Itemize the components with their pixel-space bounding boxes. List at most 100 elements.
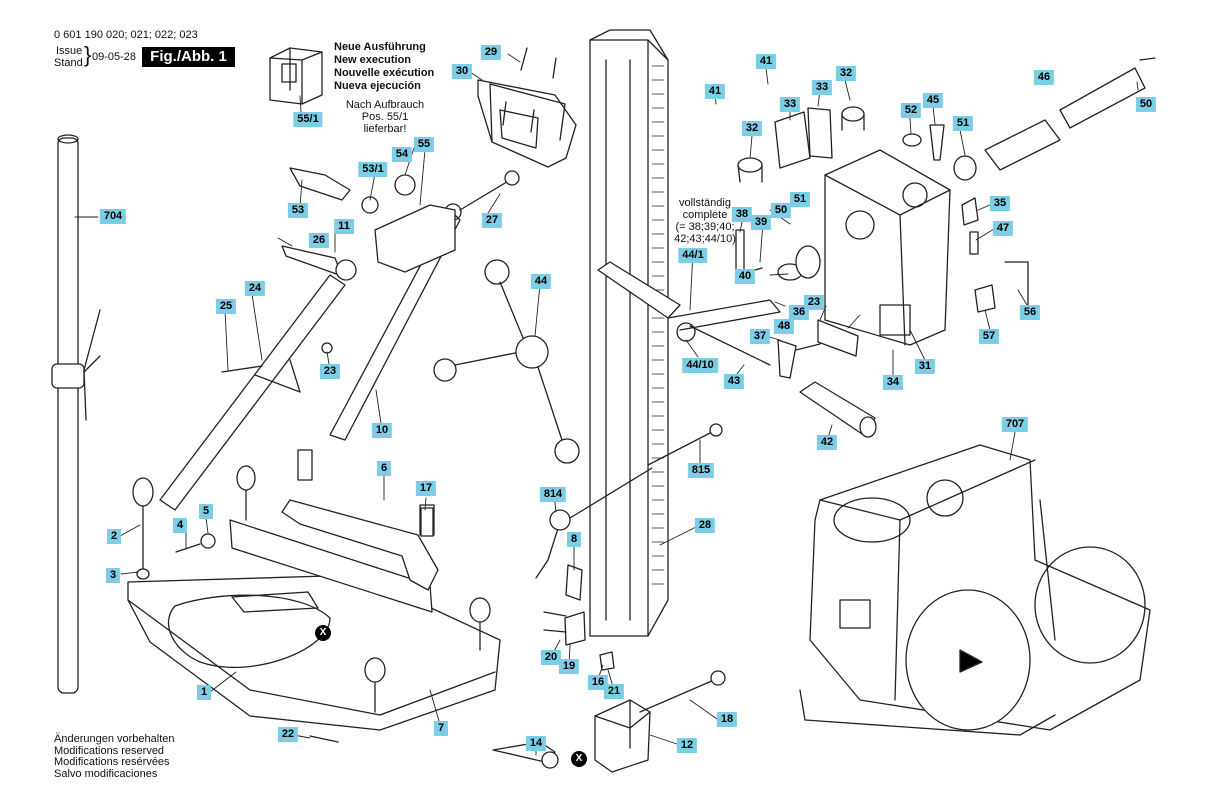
part-label[interactable]: 16	[587, 675, 609, 690]
part-label[interactable]: 50	[1135, 97, 1157, 112]
issue-date: 09-05-28	[92, 51, 137, 63]
part-label[interactable]: 17	[415, 481, 437, 496]
complete-line-4: 42;43;44/10)	[674, 233, 736, 245]
part-label[interactable]: 23	[319, 364, 341, 379]
brace-glyph: }	[84, 42, 92, 67]
part-label[interactable]: 43	[723, 374, 745, 389]
part-label[interactable]: 24	[244, 281, 266, 296]
lever-36-drawing	[777, 319, 859, 379]
part-label[interactable]: 40	[734, 269, 756, 284]
complete-line-2: complete	[682, 209, 728, 221]
new-execution-en: New execution	[334, 54, 412, 66]
part-label[interactable]: 47	[992, 221, 1014, 236]
part-label[interactable]: 35	[989, 196, 1011, 211]
part-label[interactable]: 32	[835, 66, 857, 81]
part-label[interactable]: 54	[391, 147, 413, 162]
clamp-8-drawing	[543, 564, 615, 671]
part-label[interactable]: 44	[530, 274, 552, 289]
part-label[interactable]: 32	[741, 121, 763, 136]
part-label[interactable]: 3	[105, 568, 121, 583]
part-label[interactable]: 26	[308, 233, 330, 248]
part-label[interactable]: 12	[676, 738, 698, 753]
part-label[interactable]: 52	[900, 103, 922, 118]
part-label[interactable]: 38	[731, 207, 753, 222]
part-label[interactable]: 48	[773, 319, 795, 334]
lever-26-drawing	[281, 245, 357, 281]
part-label[interactable]: 1	[196, 685, 212, 700]
part-label[interactable]: 36	[788, 305, 810, 320]
part-label[interactable]: 2	[106, 529, 122, 544]
bolt-27-drawing	[459, 170, 520, 211]
part-label[interactable]: 30	[451, 64, 473, 79]
part-label[interactable]: 34	[882, 375, 904, 390]
part-label[interactable]: 815	[687, 463, 715, 478]
part-label[interactable]: 8	[566, 532, 582, 547]
part-label[interactable]: 27	[481, 213, 503, 228]
part-label[interactable]: 14	[525, 736, 547, 751]
bracket-55-1-drawing	[269, 47, 323, 105]
availability-line-2: Pos. 55/1	[361, 111, 409, 123]
part-label[interactable]: 53/1	[358, 162, 388, 177]
part-label[interactable]: 21	[603, 684, 625, 699]
part-label[interactable]: 44/1	[678, 248, 708, 263]
footer-note: Änderungen vorbehalten Modifications res…	[54, 733, 175, 780]
part-label[interactable]: 5	[198, 504, 214, 519]
marker-x-icon-base: X	[315, 625, 331, 641]
part-label[interactable]: 6	[376, 461, 392, 476]
part-label[interactable]: 51	[789, 192, 811, 207]
vacuum-pump-707-drawing	[799, 444, 1151, 736]
handle-grip-42-drawing	[799, 381, 877, 438]
part-label[interactable]: 28	[694, 518, 716, 533]
part-label[interactable]: 704	[99, 209, 127, 224]
part-label[interactable]: 11	[334, 219, 354, 234]
footer-fr: Modifications resérvées	[54, 756, 170, 768]
part-label[interactable]: 29	[480, 45, 502, 60]
part-label[interactable]: 44/10	[682, 358, 718, 373]
rack-column-28-drawing	[589, 29, 669, 637]
small-parts-drawing	[737, 57, 1156, 183]
part-label[interactable]: 50	[770, 203, 792, 218]
issue-label: Issue	[56, 45, 83, 57]
stand-label: Stand	[54, 57, 83, 69]
part-label[interactable]: 41	[704, 84, 726, 99]
part-label[interactable]: 10	[371, 423, 393, 438]
part-numbers: 0 601 190 020; 021; 022; 023	[54, 29, 198, 41]
part-label[interactable]: 7	[433, 721, 449, 736]
part-label[interactable]: 37	[749, 329, 771, 344]
part-label[interactable]: 4	[172, 518, 188, 533]
part-label[interactable]: 33	[779, 97, 801, 112]
part-label[interactable]: 55/1	[293, 112, 323, 127]
marker-x-icon-lever: X	[571, 751, 587, 767]
part-label[interactable]: 22	[277, 727, 299, 742]
part-label[interactable]: 53	[287, 203, 309, 218]
part-label[interactable]: 31	[914, 359, 936, 374]
part-label[interactable]: 814	[539, 487, 567, 502]
star-handle-44-drawing	[433, 259, 580, 464]
part-label[interactable]: 19	[558, 659, 580, 674]
part-label[interactable]: 41	[755, 54, 777, 69]
part-label[interactable]: 45	[922, 93, 944, 108]
complete-line-3: (= 38;39;40;	[675, 221, 735, 233]
part-label[interactable]: 56	[1019, 305, 1041, 320]
part-label[interactable]: 55	[413, 137, 435, 152]
part-label[interactable]: 20	[540, 650, 562, 665]
part-label[interactable]: 57	[978, 329, 1000, 344]
part-label[interactable]: 51	[952, 116, 974, 131]
feed-arm-24-drawing	[159, 274, 346, 511]
part-label[interactable]: 33	[811, 80, 833, 95]
part-label[interactable]: 18	[716, 712, 738, 727]
availability-note: Nach Aufbrauch Pos. 55/1 lieferbar!	[340, 99, 430, 135]
part-label[interactable]: 46	[1033, 70, 1055, 85]
fasteners-drawing	[136, 342, 434, 743]
part-label[interactable]: 39	[750, 215, 772, 230]
new-execution-de: Neue Ausführung	[334, 41, 426, 53]
part-label[interactable]: 42	[816, 435, 838, 450]
footer-de: Änderungen vorbehalten	[54, 733, 175, 745]
base-plate-1-drawing	[127, 465, 501, 731]
part-label[interactable]: 707	[1001, 417, 1029, 432]
bolt-815-drawing	[535, 423, 723, 579]
part-label[interactable]: 25	[215, 299, 237, 314]
shaft-44-1-drawing	[597, 261, 781, 366]
